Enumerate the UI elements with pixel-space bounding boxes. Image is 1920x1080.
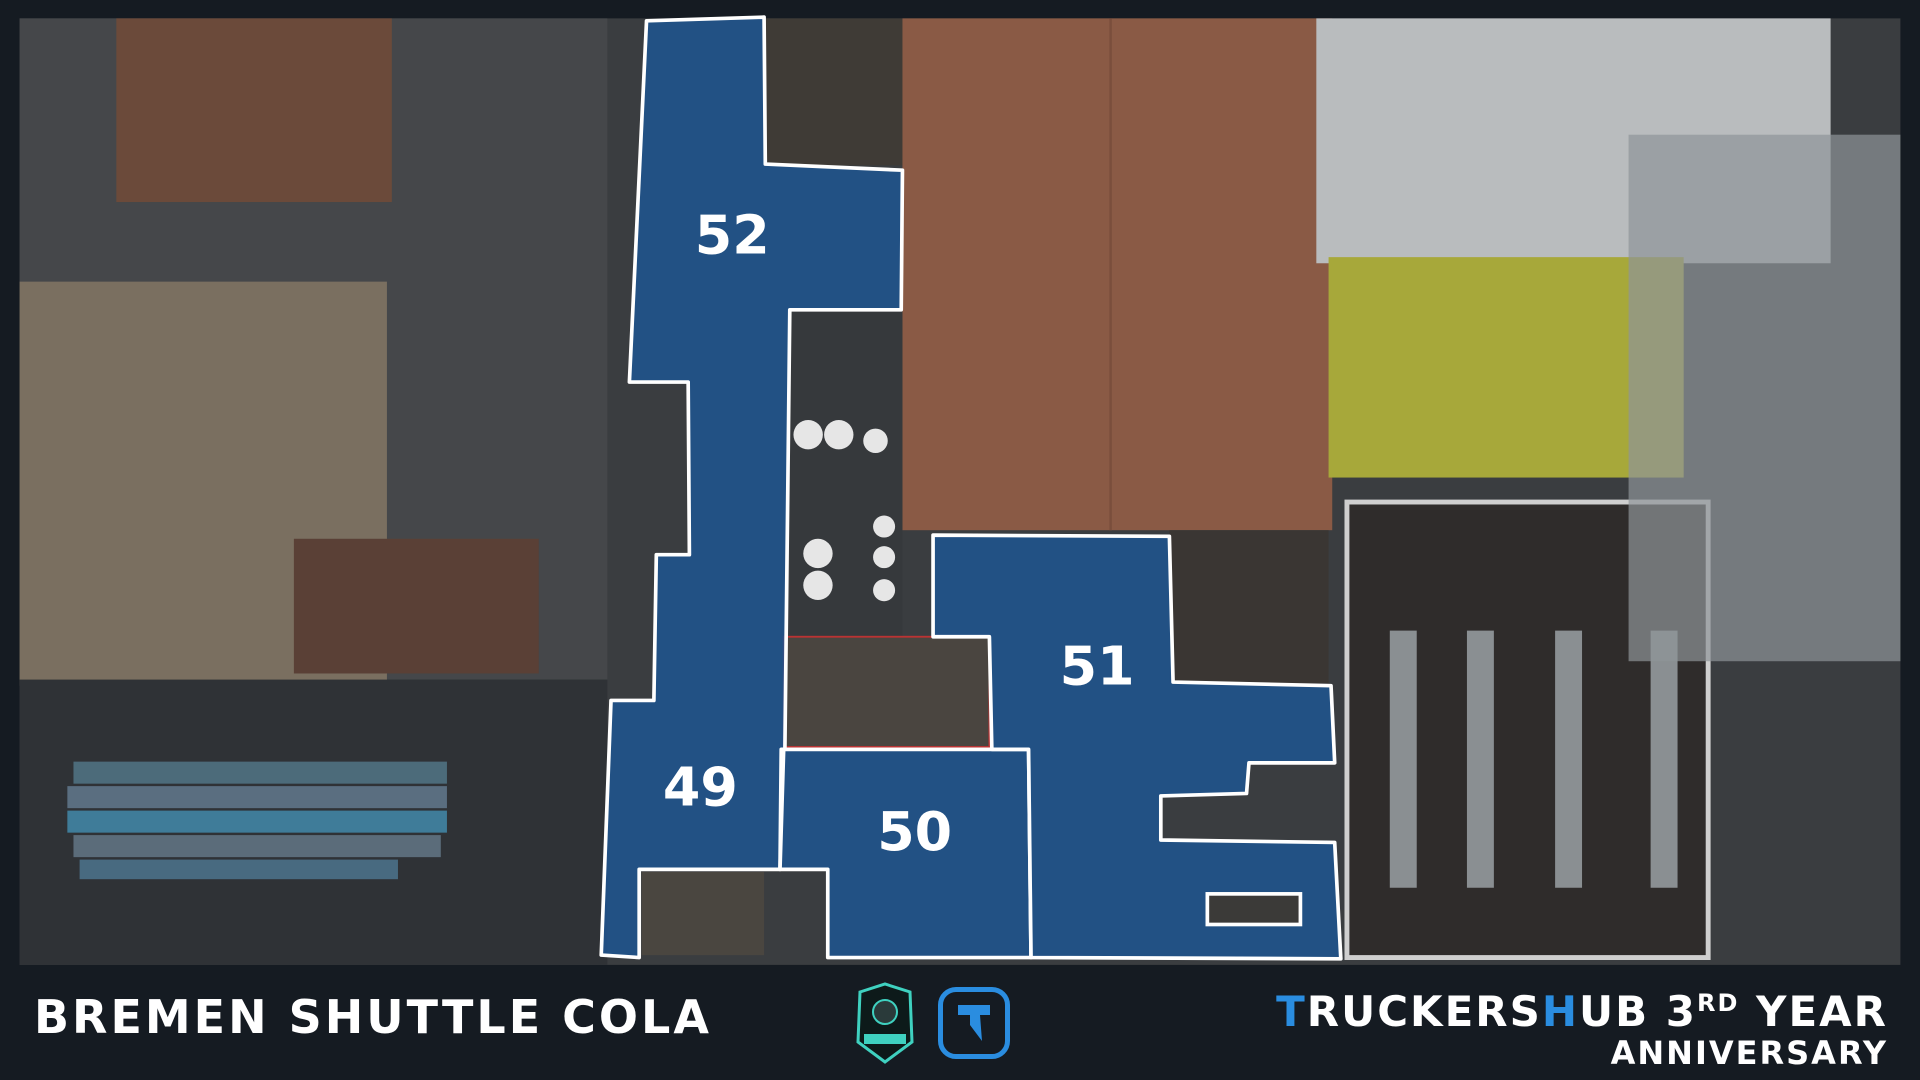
zone-label-52: 52 <box>695 203 770 266</box>
accent-letter-t: T <box>1276 987 1307 1036</box>
zone-52-49-area[interactable] <box>599 15 905 960</box>
tanks <box>793 420 896 602</box>
container-stacks <box>67 761 447 880</box>
small-cutout <box>1205 892 1303 927</box>
zone-51-area[interactable] <box>931 533 1343 961</box>
brick-building <box>116 18 392 203</box>
indian-logo-icon <box>856 982 914 1064</box>
event-title-line1: TRUCKERSHUB 3RD YEAR <box>1276 980 1888 1035</box>
title-part1: RUCKERS <box>1306 987 1542 1036</box>
title-part3: YEAR <box>1739 987 1888 1036</box>
dark-roof <box>764 18 903 166</box>
zone-label-49: 49 <box>663 756 738 819</box>
event-title: TRUCKERSHUB 3RD YEAR ANNIVERSARY <box>1276 980 1888 1072</box>
yellow-silos <box>1328 257 1684 478</box>
zone-label-51: 51 <box>1060 634 1135 697</box>
brown-warehouse-roof <box>902 18 1333 531</box>
skylights <box>1389 630 1678 888</box>
logo-group <box>850 982 1010 1064</box>
right-facility <box>1628 134 1901 662</box>
inner-building <box>641 871 765 956</box>
accent-letter-h: H <box>1541 987 1580 1036</box>
truckershub-logo-icon <box>938 987 1010 1059</box>
ordinal-suffix: RD <box>1697 989 1740 1017</box>
flat-roof <box>782 635 991 748</box>
location-title: BREMEN SHUTTLE COLA <box>34 990 712 1044</box>
zone-label-50: 50 <box>877 800 952 863</box>
title-part2: UB 3 <box>1579 987 1698 1036</box>
event-title-line2: ANNIVERSARY <box>1610 1034 1888 1072</box>
dark-roof-2 <box>1169 530 1329 684</box>
red-roof-building <box>293 538 539 674</box>
